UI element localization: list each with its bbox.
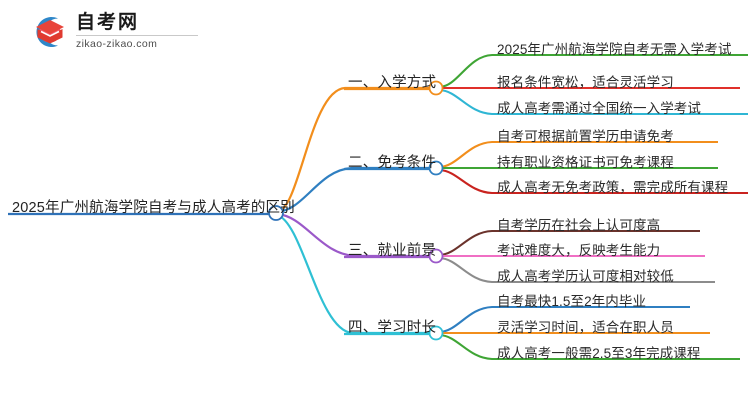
branch-4-label[interactable]: 四、学习时长	[348, 320, 437, 336]
connector-branch-3-leaf-1	[439, 229, 700, 257]
connector-branch-2-leaf-3	[439, 168, 748, 195]
branch-2-node-circle[interactable]	[428, 160, 444, 176]
branch-1-label[interactable]: 一、入学方式	[348, 75, 437, 91]
connector-root-to-branch-1	[276, 86, 432, 214]
branch-1-leaf-3-label[interactable]: 成人高考需通过全国统一入学考试	[497, 101, 701, 116]
connector-branch-4-leaf-1	[439, 305, 690, 334]
logo-url: zikao-zikao.com	[76, 38, 158, 50]
logo-divider	[76, 35, 198, 36]
connector-branch-2-leaf-1	[439, 140, 718, 169]
branch-2-label[interactable]: 二、免考条件	[348, 155, 437, 171]
branch-2-leaf-1-label[interactable]: 自考可根据前置学历申请免考	[497, 129, 674, 144]
site-logo: 自考网 zikao-zikao.com	[28, 10, 208, 54]
connector-root-to-branch-3	[276, 212, 432, 258]
connector-root-to-branch-4	[276, 213, 432, 335]
connector-branch-1-leaf-3	[439, 88, 748, 116]
branch-3-leaf-2-label[interactable]: 考试难度大，反映考生能力	[497, 243, 661, 258]
logo-text: 自考网 zikao-zikao.com	[76, 12, 206, 50]
branch-1-node-circle[interactable]	[428, 80, 444, 96]
logo-name: 自考网	[76, 12, 140, 33]
root-node-label[interactable]: 2025年广州航海学院自考与成人高考的区别	[12, 200, 295, 216]
branch-2-leaf-2-label[interactable]: 持有职业资格证书可免考课程	[497, 155, 674, 170]
branch-1-leaf-2-label[interactable]: 报名条件宽松，适合灵活学习	[497, 75, 674, 90]
branch-4-node-circle[interactable]	[428, 325, 444, 341]
branch-3-leaf-1-label[interactable]: 自考学历在社会上认可度高	[497, 218, 661, 233]
branch-1-leaf-1-label[interactable]: 2025年广州航海学院自考无需入学考试	[497, 42, 732, 57]
connector-branch-1-leaf-1	[439, 53, 748, 89]
connector-branch-4-leaf-3	[439, 333, 740, 361]
connector-root-to-branch-2	[276, 166, 432, 214]
root-node-circle[interactable]	[268, 205, 284, 221]
connector-branch-3-leaf-3	[439, 256, 715, 284]
branch-3-label[interactable]: 三、就业前景	[348, 243, 437, 259]
branch-4-leaf-1-label[interactable]: 自考最快1.5至2年内毕业	[497, 294, 647, 309]
branch-3-node-circle[interactable]	[428, 248, 444, 264]
branch-4-leaf-2-label[interactable]: 灵活学习时间，适合在职人员	[497, 320, 674, 335]
branch-4-leaf-3-label[interactable]: 成人高考一般需2.5至3年完成课程	[497, 346, 701, 361]
branch-2-leaf-3-label[interactable]: 成人高考无免考政策，需完成所有课程	[497, 180, 729, 195]
branch-3-leaf-3-label[interactable]: 成人高考学历认可度相对较低	[497, 269, 674, 284]
graduation-cap-icon	[36, 17, 64, 47]
